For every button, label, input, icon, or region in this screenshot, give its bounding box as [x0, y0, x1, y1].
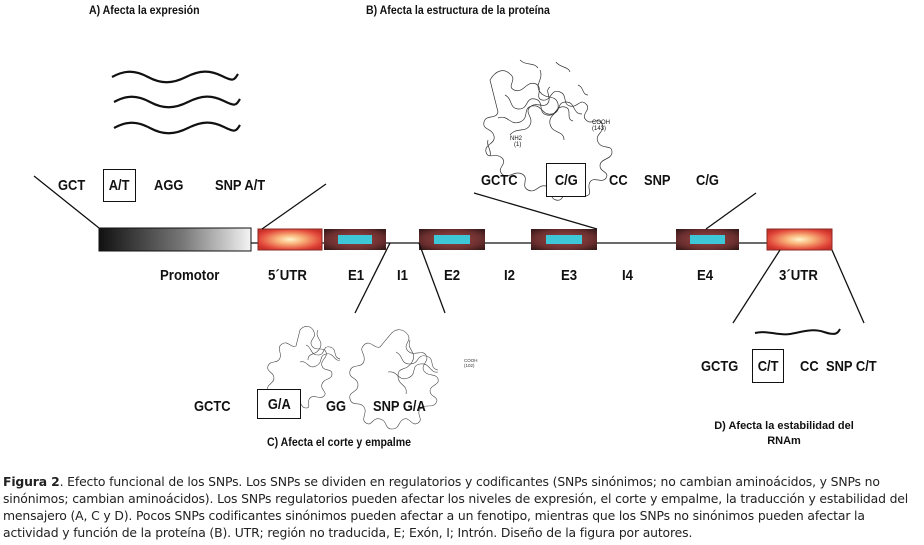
- label-utr3: 3´UTR: [779, 267, 818, 284]
- protein-structure-c2: [349, 329, 439, 430]
- label-e2: E2: [444, 267, 461, 284]
- seq-a-left: GCT: [58, 177, 86, 194]
- exon-e3: [531, 229, 597, 250]
- seq-c-snp-box: G/A: [257, 389, 301, 419]
- exon-e2: [419, 229, 485, 250]
- seq-c-left: GCTC: [194, 398, 231, 415]
- seq-b-snp-label: SNP: [644, 172, 671, 189]
- mrna-wave-d: [754, 328, 841, 336]
- seq-b-snp-value: C/G: [696, 172, 719, 189]
- exon-e1: [324, 229, 386, 250]
- utr3-box: [766, 228, 833, 251]
- label-i4: I4: [622, 267, 634, 284]
- protein-structure-c1: [267, 326, 341, 409]
- label-e4: E4: [697, 267, 714, 284]
- title-d-line2: RNAm: [767, 435, 801, 447]
- seq-d-left: GCTG: [701, 358, 739, 375]
- promoter-box: [98, 227, 252, 252]
- pointer-lines: [33, 175, 865, 324]
- caption-text: . Efecto funcional de los SNPs. Los SNPs…: [3, 474, 909, 540]
- label-i1: I1: [397, 267, 409, 284]
- seq-b-left: GCTC: [481, 172, 518, 189]
- seq-b-snp-box: C/G: [546, 163, 586, 197]
- caption-label: Figura 2: [3, 474, 60, 489]
- exon-e4: [676, 229, 739, 250]
- seq-d-right: CC: [800, 358, 819, 375]
- figure-caption: Figura 2. Efecto funcional de los SNPs. …: [3, 473, 923, 541]
- seq-d-snp-label: SNP C/T: [826, 358, 877, 375]
- nh2-label: NH2 (1): [510, 136, 523, 148]
- seq-a-snp-box: A/T: [103, 169, 136, 202]
- label-i2: I2: [504, 267, 516, 284]
- label-e1: E1: [348, 267, 365, 284]
- title-a: A) Afecta la expresión: [89, 3, 200, 17]
- seq-c-snp-label: SNP G/A: [373, 398, 426, 415]
- utr5-box: [257, 228, 323, 251]
- label-e3: E3: [561, 267, 578, 284]
- mrna-waves: [111, 70, 241, 135]
- gene-diagram: [33, 59, 865, 430]
- title-d-line1: D) Afecta la estabilidad del: [714, 420, 854, 432]
- label-utr5: 5´UTR: [268, 267, 307, 284]
- cooh-label: COOH (143): [592, 120, 610, 132]
- label-promotor: Promotor: [160, 267, 220, 284]
- title-d: D) Afecta la estabilidad del RNAm: [706, 419, 862, 449]
- seq-d-snp-box: C/T: [752, 349, 784, 383]
- seq-b-right: CC: [609, 172, 628, 189]
- seq-c-right: GG: [326, 398, 347, 415]
- cooh-c-label: COOH (102): [464, 358, 478, 368]
- seq-a-right: AGG: [154, 177, 184, 194]
- title-c: C) Afecta el corte y empalme: [267, 435, 411, 449]
- title-b: B) Afecta la estructura de la proteína: [366, 3, 550, 17]
- protein-structure-b: [483, 59, 613, 201]
- seq-a-snp-label: SNP A/T: [215, 177, 266, 194]
